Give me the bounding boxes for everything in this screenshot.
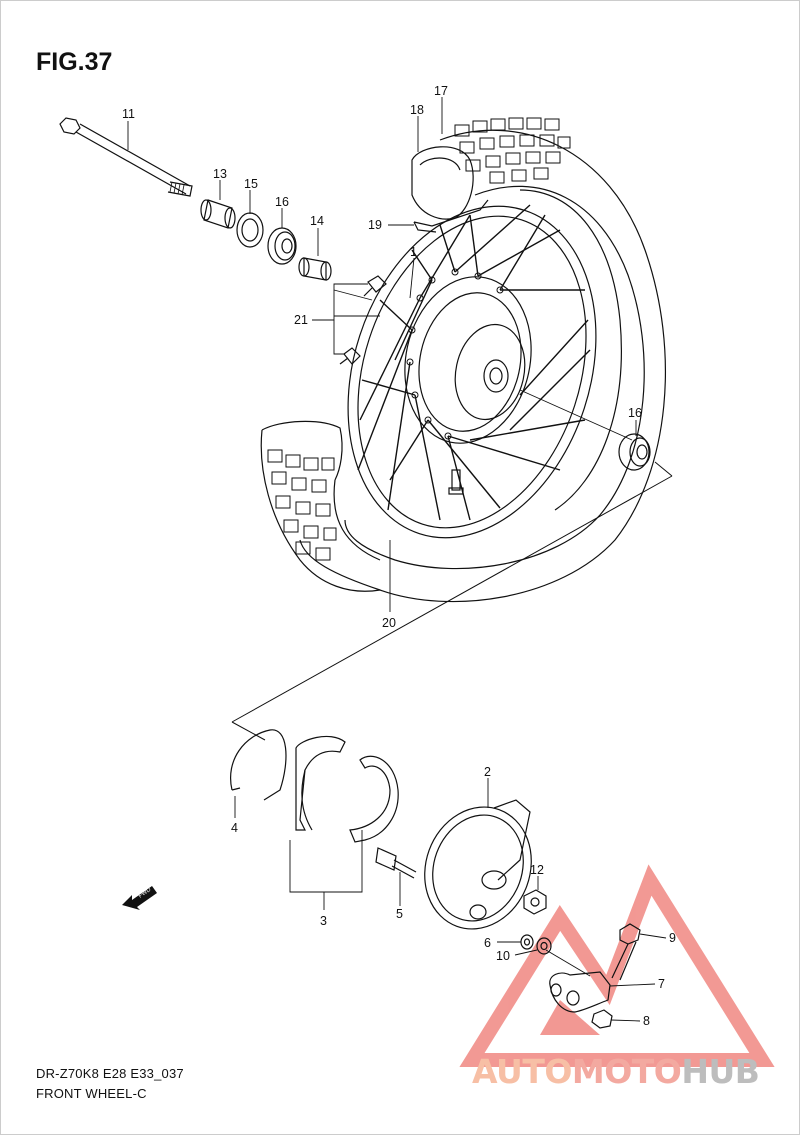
callout-19: 19 (368, 218, 382, 232)
callout-11: 11 (122, 107, 135, 121)
watermark-part3: HUB (681, 1052, 760, 1091)
callout-6: 6 (484, 936, 491, 950)
callout-17: 17 (434, 84, 448, 98)
callout-7: 7 (658, 977, 665, 991)
forward-direction-icon: FWD (122, 886, 157, 910)
front-tire (260, 117, 667, 603)
brake-components (230, 729, 641, 1029)
callout-5: 5 (396, 907, 403, 921)
callout-16-right: 16 (628, 406, 642, 420)
callout-9: 9 (669, 931, 676, 945)
callout-numbers: 11 13 15 16 14 17 18 19 1 21 16 20 2 4 3… (122, 84, 676, 1028)
diagram-code: DR-Z70K8 E28 E33_037 (36, 1066, 184, 1081)
watermark-text: AUTOMOTOHUB (472, 1052, 760, 1091)
diagram-name: FRONT WHEEL-C (36, 1086, 147, 1101)
figure-title: FIG.37 (36, 48, 113, 76)
callout-12: 12 (530, 863, 544, 877)
callout-14: 14 (310, 214, 324, 228)
leader-lines (127, 97, 667, 1022)
callout-3: 3 (320, 914, 327, 928)
inner-tube-section (411, 146, 489, 233)
callout-13: 13 (213, 167, 227, 181)
hub-bolts (339, 275, 387, 365)
watermark-triangle-icon (459, 864, 775, 1067)
callout-15: 15 (244, 177, 258, 191)
wheel-hub-assembly (347, 204, 597, 539)
section-divider-lines (231, 461, 673, 741)
callout-10: 10 (496, 949, 510, 963)
callout-20: 20 (382, 616, 396, 630)
callout-21: 21 (294, 313, 308, 327)
watermark-part2: MOTO (571, 1052, 682, 1091)
callout-4: 4 (231, 821, 238, 835)
callout-8: 8 (643, 1014, 650, 1028)
callout-1: 1 (410, 245, 417, 259)
callout-16-left: 16 (275, 195, 289, 209)
watermark-part1: AUTO (472, 1052, 572, 1091)
axle-and-spacers (59, 117, 651, 471)
callout-18: 18 (410, 103, 424, 117)
callout-2: 2 (484, 765, 491, 779)
